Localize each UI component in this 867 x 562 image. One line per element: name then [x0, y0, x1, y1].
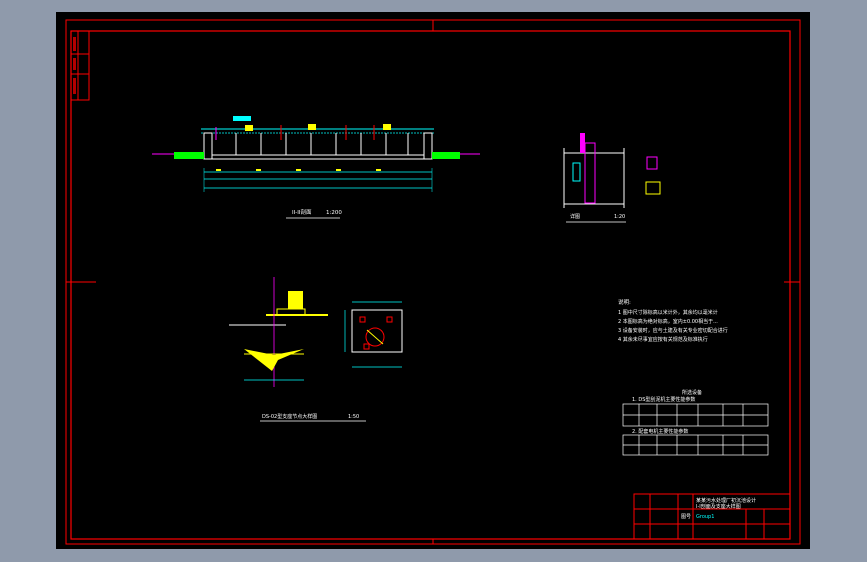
equipment-line-2: 2. 配套电机主要性能参数: [632, 428, 688, 435]
detail-view: 详图 1:20: [563, 133, 661, 223]
inner-border: [70, 30, 791, 540]
equipment-tables: 所选设备 1. DS型刮泥机主要性能参数 2. 配套电机主要性能参数: [622, 389, 769, 456]
binding-strip: [70, 30, 90, 101]
note-4: 4 其余未尽事宜应按有关规范及标准执行: [618, 336, 708, 343]
support-scale: 1:50: [348, 414, 359, 420]
notes-block: 说明: 1 图中尺寸除标高以米计外，其余均以毫米计 2 本图标高为绝对标高，室内…: [618, 298, 728, 343]
note-2: 2 本图标高为绝对标高，室内±0.00相当于...: [618, 318, 718, 325]
title-block-project: 某某污水处理厂初沉池设计: [696, 497, 756, 504]
note-1: 1 图中尺寸除标高以米计外，其余均以毫米计: [618, 309, 718, 316]
notes-title: 说明:: [618, 298, 631, 306]
title-block-drawing-no: 图号: [681, 514, 691, 520]
drawing-sheet: II-II剖面 1:200 详图 1:20: [65, 19, 801, 545]
equipment-title: 所选设备: [682, 389, 702, 396]
section-title: II-II剖面: [292, 208, 312, 216]
detail-scale: 1:20: [614, 214, 625, 220]
outer-border: [65, 19, 801, 545]
note-3: 3 设备安装时，应与土建及有关专业密切配合进行: [618, 327, 728, 334]
section-scale: 1:200: [326, 210, 342, 216]
title-block-subtitle: I-I剖面及支座大样图: [696, 503, 741, 510]
drawing-canvas[interactable]: II-II剖面 1:200 详图 1:20: [56, 12, 810, 549]
table-2: [622, 434, 769, 456]
detail-title: 详图: [570, 213, 580, 220]
support-title: DS-02型支座节点大样图: [262, 413, 317, 420]
section-view: II-II剖面 1:200: [152, 116, 480, 219]
title-block-dept: Group1: [696, 514, 714, 520]
table-1: [622, 403, 769, 427]
title-block: 某某污水处理厂初沉池设计 I-I剖面及支座大样图 Group1 图号: [633, 493, 791, 540]
equipment-line-1: 1. DS型刮泥机主要性能参数: [632, 396, 695, 403]
support-detail-view: DS-02型支座节点大样图 1:50: [229, 277, 403, 422]
